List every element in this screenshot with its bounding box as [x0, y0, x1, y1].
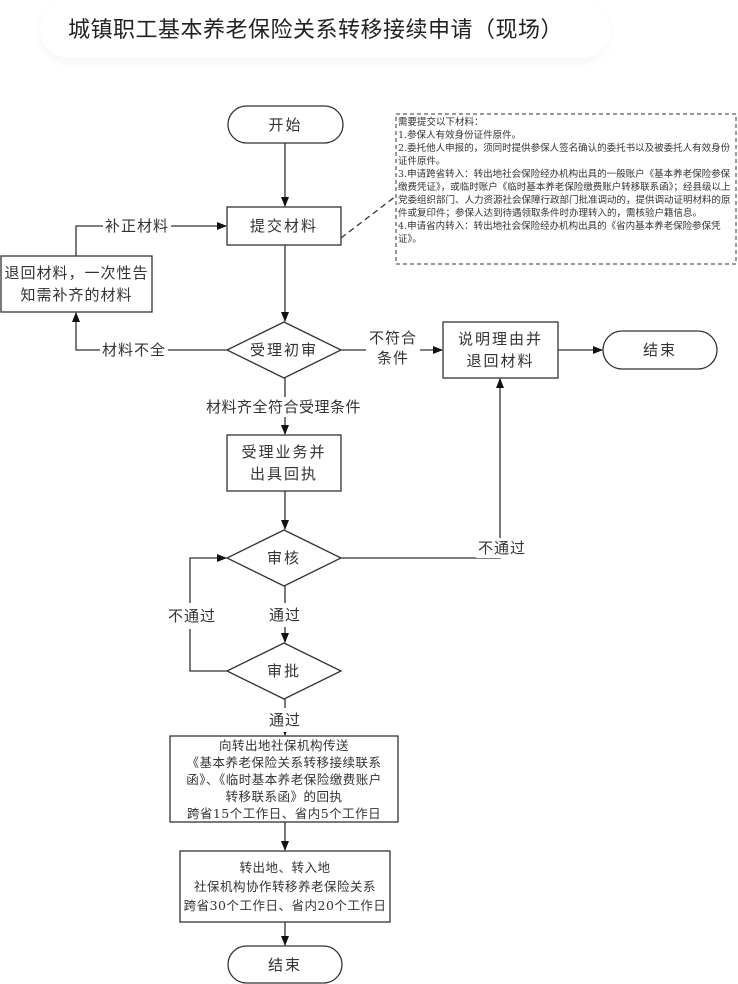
- end-terminal-bottom: [227, 945, 343, 984]
- requirements-note: 需要提交以下材料： 1.参保人有效身份证件原件。 2.委托他人申报的，须同时提供…: [398, 116, 734, 246]
- transfer-line: 社保机构协作转移养老保险关系: [193, 879, 376, 894]
- transfer-line: 转出地、转入地: [239, 860, 331, 875]
- edge-label-audit-pass: 通过: [267, 603, 304, 627]
- initial-review-diamond: [225, 321, 343, 379]
- note-item: 3.申请跨省转入：转出地社会保险经办机构出具的一般账户《基本养老保险参保缴费凭证…: [398, 169, 731, 219]
- explain-reject-label: 说明理由并 退回材料: [443, 322, 558, 378]
- edge-label-incomplete: 材料不全: [100, 340, 169, 360]
- not-qualified-line: 不符合: [369, 329, 418, 347]
- note-item: 4.申请省内转入：转出地社会保险经办机构出具的《省内基本养老保险参保凭证》。: [398, 221, 721, 245]
- send-receipt-box: [169, 735, 399, 823]
- send-receipt-line: 函》、《临时基本养老保险缴费账户: [186, 771, 382, 787]
- not-qualified-line: 条件: [377, 349, 410, 367]
- note-box: [395, 113, 737, 265]
- end-terminal-top: [602, 330, 718, 370]
- return-materials-box: [0, 255, 153, 313]
- transfer-label: 转出地、转入地 社保机构协作转移养老保险关系 跨省30个工作日、省内20个工作日: [180, 851, 390, 922]
- accept-box: [226, 434, 342, 492]
- accept-line: 受理业务并: [241, 443, 327, 461]
- send-receipt-label: 向转出地社保机构传送 《基本养老保险关系转移接续联系 函》、《临时基本养老保险缴…: [170, 736, 398, 822]
- explain-reject-line: 说明理由并: [457, 330, 543, 348]
- edge-return-submit: [75, 222, 227, 256]
- initial-review-label: 受理初审: [249, 341, 318, 359]
- edge-review-return: [72, 312, 227, 351]
- note-item: 2.委托他人申报的，须同时提供参保人签名确认的委托书以及被委托人有效身份证件原件…: [398, 143, 731, 167]
- transfer-line: 跨省30个工作日、省内20个工作日: [183, 898, 387, 913]
- return-materials-line: 退回材料，一次性告: [4, 264, 149, 282]
- end-top-label: 结束: [642, 341, 677, 359]
- audit-diamond: [225, 529, 343, 587]
- note-connector: [340, 195, 397, 239]
- edge-label-complete: 材料齐全符合受理条件: [204, 397, 364, 417]
- edge-label-audit-fail: 不通过: [476, 538, 529, 558]
- return-materials-line: 知需补齐的材料: [20, 286, 133, 304]
- audit-label: 审核: [266, 549, 301, 567]
- end-bottom-label: 结束: [267, 955, 302, 974]
- explain-reject-line: 退回材料: [466, 352, 535, 370]
- send-receipt-line: 《基本养老保险关系转移接续联系: [186, 754, 382, 770]
- edge-label-not-qualified: 不符合 条件: [366, 328, 421, 368]
- submit-label: 提交材料: [249, 217, 318, 235]
- page-title: 城镇职工基本养老保险关系转移接续申请（现场）: [68, 18, 564, 43]
- start-label: 开始: [268, 115, 303, 134]
- submit-box: [226, 206, 342, 246]
- edge-audit-reject: [341, 378, 504, 559]
- accept-label: 受理业务并 出具回执: [227, 435, 341, 491]
- approve-diamond: [225, 642, 343, 700]
- send-receipt-line: 向转出地社保机构传送: [218, 737, 349, 753]
- send-receipt-line: 跨省15个工作日、省内5个工作日: [186, 805, 382, 821]
- send-receipt-line: 转移联系函》的回执: [225, 788, 343, 804]
- return-materials-label: 退回材料，一次性告 知需补齐的材料: [1, 256, 152, 312]
- accept-line: 出具回执: [249, 465, 318, 483]
- note-heading: 需要提交以下材料：: [398, 117, 484, 128]
- edge-label-supplement: 补正材料: [103, 216, 172, 236]
- approve-label: 审批: [266, 662, 301, 680]
- note-item: 1.参保人有效身份证件原件。: [398, 130, 522, 141]
- edge-label-approve-fail: 不通过: [166, 603, 219, 629]
- edge-label-approve-pass: 通过: [267, 708, 304, 732]
- transfer-box: [179, 850, 391, 923]
